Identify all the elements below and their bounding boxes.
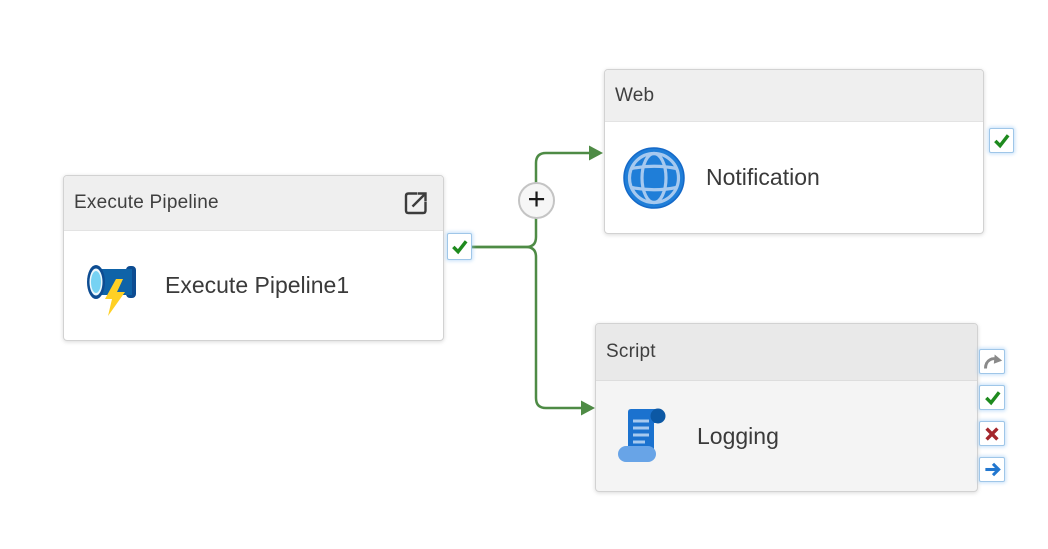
port-completion-script[interactable]	[979, 457, 1005, 482]
activity-type-label: Execute Pipeline	[74, 192, 219, 213]
globe-icon	[621, 145, 687, 211]
node-body: Execute Pipeline1	[64, 231, 443, 340]
add-activity-button[interactable]: +	[518, 182, 555, 219]
port-success-execute-pipeline[interactable]	[447, 233, 472, 260]
open-in-new-window-icon[interactable]	[399, 186, 433, 220]
node-body: Notification	[605, 122, 983, 233]
node-header: Script	[596, 324, 977, 381]
script-scroll-icon	[612, 403, 678, 469]
activity-name: Execute Pipeline1	[165, 272, 350, 298]
activity-node-execute-pipeline[interactable]: Execute Pipeline Exec	[63, 175, 444, 341]
activity-node-script[interactable]: Script Logging	[595, 323, 978, 492]
node-body: Logging	[596, 381, 977, 491]
activity-name: Logging	[697, 422, 779, 449]
activity-type-label: Web	[615, 84, 655, 106]
port-success-script[interactable]	[979, 385, 1005, 410]
activity-node-web[interactable]: Web Notification	[604, 69, 984, 234]
port-success-web[interactable]	[989, 128, 1014, 153]
port-failure-script[interactable]	[979, 421, 1005, 446]
arrowhead-to-logging	[581, 400, 595, 416]
node-header: Web	[605, 70, 983, 122]
arrowhead-to-notification	[589, 145, 603, 161]
port-skipped-script[interactable]	[979, 349, 1005, 374]
activity-name: Notification	[706, 164, 820, 190]
connector-success-to-logging[interactable]	[472, 245, 581, 410]
node-header: Execute Pipeline	[64, 176, 443, 231]
execute-pipeline-icon	[80, 253, 146, 319]
activity-type-label: Script	[606, 341, 656, 362]
